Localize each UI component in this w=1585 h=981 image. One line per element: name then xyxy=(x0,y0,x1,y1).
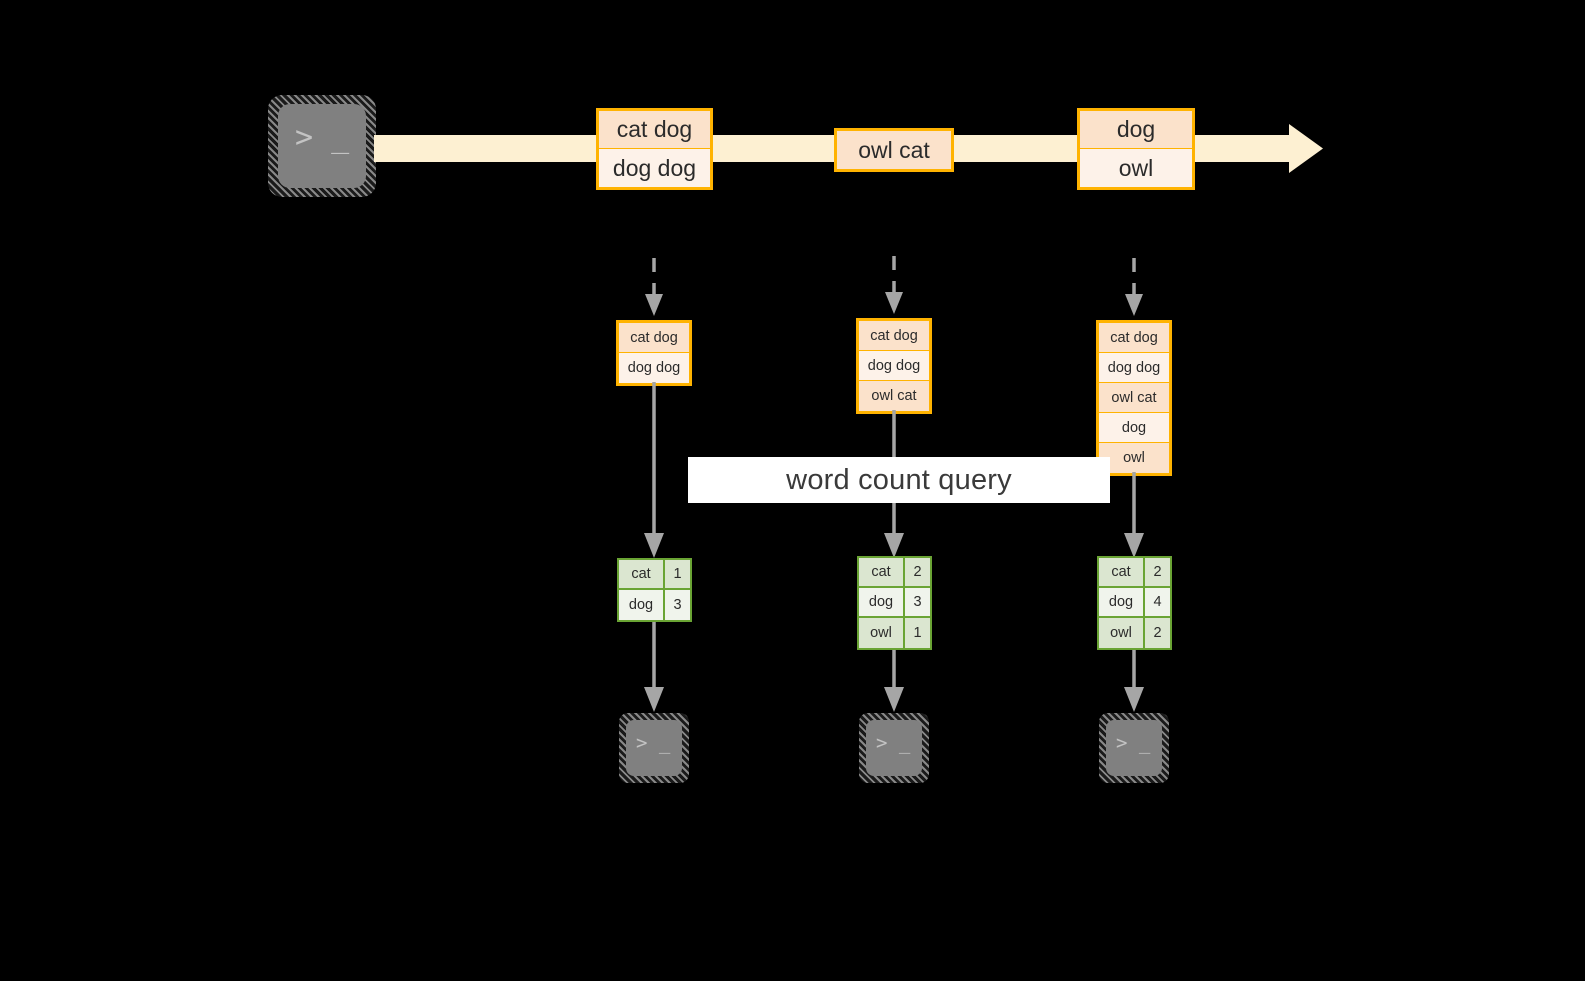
result-value: 2 xyxy=(905,558,930,586)
result-row: cat 2 xyxy=(1099,558,1170,588)
result-value: 2 xyxy=(1145,558,1170,586)
result-value: 3 xyxy=(905,588,930,616)
producer-terminal-icon: > _ xyxy=(268,95,376,197)
solid-arrow-to-consumer-3 xyxy=(1121,650,1147,714)
result-row: cat 1 xyxy=(619,560,690,590)
result-table-2: cat 2 dog 3 owl 1 xyxy=(857,556,932,650)
stream-message-line: owl xyxy=(1080,149,1192,187)
consumer-terminal-icon-1: > _ xyxy=(619,713,689,783)
result-key: cat xyxy=(1099,558,1145,586)
stream-message-line: dog xyxy=(1080,111,1192,149)
stream-message-box-1: cat dog dog dog xyxy=(596,108,713,190)
stream-message-box-2: owl cat xyxy=(834,128,954,172)
solid-arrow-query-1 xyxy=(641,382,667,560)
result-key: dog xyxy=(619,590,665,620)
result-value: 3 xyxy=(665,590,690,620)
terminal-prompt-glyph: > _ xyxy=(295,120,350,155)
solid-arrow-to-consumer-2 xyxy=(881,650,907,714)
log-line: owl cat xyxy=(1099,383,1169,413)
stream-message-line: cat dog xyxy=(599,111,710,149)
solid-arrow-query-3 xyxy=(1121,472,1147,560)
consumer-terminal-icon-2: > _ xyxy=(859,713,929,783)
log-line: dog xyxy=(1099,413,1169,443)
result-value: 2 xyxy=(1145,618,1170,648)
log-line: owl cat xyxy=(859,381,929,411)
query-label-text: word count query xyxy=(786,463,1012,496)
terminal-body xyxy=(1106,720,1162,776)
log-box-3: cat dog dog dog owl cat dog owl xyxy=(1096,320,1172,476)
result-key: dog xyxy=(859,588,905,616)
result-key: cat xyxy=(619,560,665,588)
result-value: 1 xyxy=(665,560,690,588)
query-label-band: word count query xyxy=(688,457,1110,503)
terminal-body xyxy=(626,720,682,776)
result-row: cat 2 xyxy=(859,558,930,588)
result-key: dog xyxy=(1099,588,1145,616)
log-box-1: cat dog dog dog xyxy=(616,320,692,386)
log-line: dog dog xyxy=(1099,353,1169,383)
dashed-arrow-to-log-2 xyxy=(881,256,907,316)
result-table-3: cat 2 dog 4 owl 2 xyxy=(1097,556,1172,650)
result-table-1: cat 1 dog 3 xyxy=(617,558,692,622)
solid-arrow-to-consumer-1 xyxy=(641,622,667,714)
log-line: dog dog xyxy=(619,353,689,383)
consumer-terminal-icon-3: > _ xyxy=(1099,713,1169,783)
log-line: cat dog xyxy=(619,323,689,353)
terminal-prompt-glyph: > _ xyxy=(636,732,671,754)
result-row: dog 3 xyxy=(859,588,930,618)
log-box-2: cat dog dog dog owl cat xyxy=(856,318,932,414)
dashed-arrow-to-log-3 xyxy=(1121,258,1147,318)
log-line: dog dog xyxy=(859,351,929,381)
dashed-arrow-to-log-1 xyxy=(641,258,667,318)
terminal-body xyxy=(866,720,922,776)
stream-message-box-3: dog owl xyxy=(1077,108,1195,190)
log-line: cat dog xyxy=(859,321,929,351)
stream-message-line: dog dog xyxy=(599,149,710,187)
result-key: cat xyxy=(859,558,905,586)
result-row: dog 3 xyxy=(619,590,690,620)
result-key: owl xyxy=(1099,618,1145,648)
terminal-body xyxy=(278,104,366,188)
log-line: owl xyxy=(1099,443,1169,473)
log-line: cat dog xyxy=(1099,323,1169,353)
result-row: dog 4 xyxy=(1099,588,1170,618)
result-value: 4 xyxy=(1145,588,1170,616)
terminal-prompt-glyph: > _ xyxy=(876,732,911,754)
result-value: 1 xyxy=(905,618,930,648)
stream-message-line: owl cat xyxy=(837,131,951,169)
result-key: owl xyxy=(859,618,905,648)
result-row: owl 1 xyxy=(859,618,930,648)
result-row: owl 2 xyxy=(1099,618,1170,648)
terminal-prompt-glyph: > _ xyxy=(1116,732,1151,754)
